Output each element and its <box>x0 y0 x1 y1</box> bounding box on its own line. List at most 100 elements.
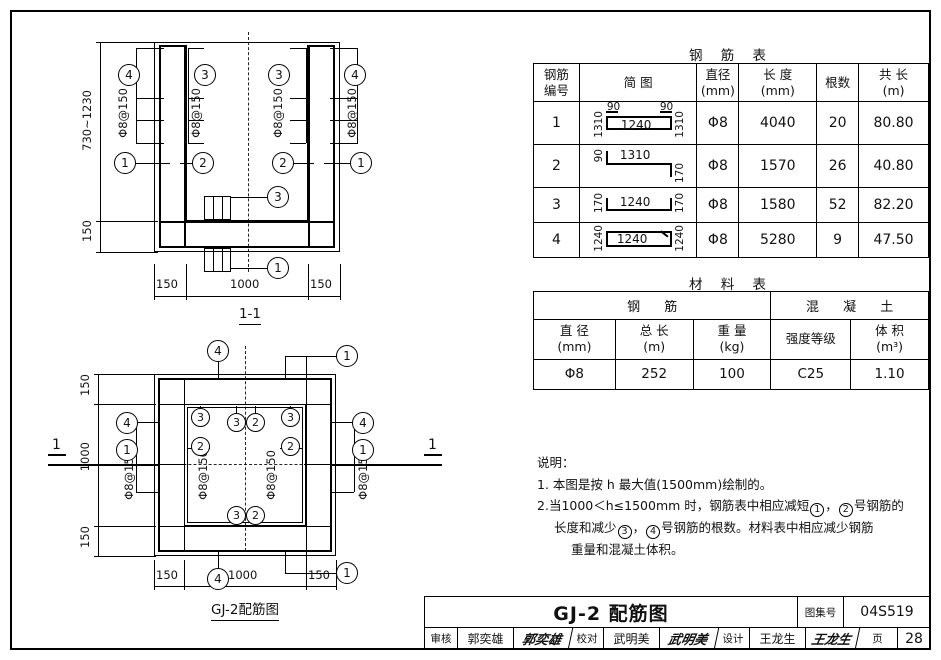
leader-line <box>136 422 137 492</box>
dim-extension-line <box>94 526 156 527</box>
shape-stroke <box>669 116 672 131</box>
rebar-shape-diagram-3: 170 1240 170 <box>580 188 697 222</box>
leader-line <box>136 98 164 99</box>
cell-count: 52 <box>816 187 860 224</box>
leader-line <box>188 120 204 121</box>
cell-diameter: Φ8 <box>696 222 740 259</box>
shape-stroke <box>605 209 672 212</box>
table-row: 4 1240 1240 1240 Φ8 5280 9 47.50 <box>533 222 929 259</box>
callout-bubble-1[interactable]: 1 <box>352 439 374 461</box>
shape-label-right: 170 <box>673 163 686 184</box>
callout-bubble-3[interactable]: 3 <box>227 506 246 525</box>
callout-bubble-2[interactable]: 2 <box>272 152 294 174</box>
note-2-number: 2. <box>537 498 549 513</box>
leader-line <box>136 48 164 49</box>
callout-bubble-3[interactable]: 3 <box>191 408 210 427</box>
page-label: 页 <box>858 628 898 649</box>
leader-line <box>290 48 306 49</box>
callout-bubble-3[interactable]: 3 <box>227 413 246 432</box>
callout-bubble-4[interactable]: 4 <box>116 412 138 434</box>
shape-stroke <box>669 163 672 178</box>
callout-bubble-4[interactable]: 4 <box>207 340 229 362</box>
dim-mid-h: 1000 <box>228 568 258 582</box>
plan-view-gj2: 1 1 4 1 4 1 4 1 4 1 3 3 2 3 2 2 3 2 Φ8@1… <box>40 336 442 626</box>
dim-extension-line <box>96 252 158 253</box>
rebar-table: 钢筋 编号 简 图 直径 (mm) 长 度 (mm) 根数 共 长 (m) 1 <box>533 62 929 259</box>
callout-bubble-1[interactable]: 1 <box>114 152 136 174</box>
callout-bubble-1[interactable]: 1 <box>336 345 358 367</box>
plan-caption: GJ-2配筋图 <box>185 598 305 621</box>
note-3-comma: ， <box>632 520 646 535</box>
role-label-check: 校对 <box>571 628 604 649</box>
leader-line <box>330 98 358 99</box>
leader-line <box>285 356 345 357</box>
header-vol-line2: (m³) <box>876 339 904 355</box>
callout-bubble-3[interactable]: 3 <box>268 64 290 86</box>
callout-bubble-2[interactable]: 2 <box>191 437 210 456</box>
leader-line <box>330 422 354 423</box>
callout-bubble-2[interactable]: 2 <box>192 152 214 174</box>
material-table: 钢 筋 混 凝 土 直 径 (mm) 总 长 (m) 重 量 (kg) 强度等级… <box>532 291 929 390</box>
callout-bubble-2[interactable]: 2 <box>246 506 265 525</box>
spacing-label: Φ8@150 <box>271 88 285 138</box>
cell-volume: 1.10 <box>850 358 929 390</box>
plan-grid-line <box>306 378 307 552</box>
leader-line <box>290 98 306 99</box>
leader-line <box>188 48 189 143</box>
callout-bubble-1[interactable]: 1 <box>336 562 358 584</box>
shape-stroke <box>605 231 608 248</box>
rebar-bundle-base <box>204 196 231 220</box>
header-diameter: 直径 (mm) <box>696 62 740 103</box>
dim-extension-line <box>94 404 156 405</box>
centerline-horizontal <box>148 464 348 465</box>
header-no-line2: 编号 <box>543 82 569 98</box>
header-len-line1: 总 长 <box>639 323 669 338</box>
role-name-check: 武明美 <box>604 628 660 649</box>
callout-bubble-4[interactable]: 4 <box>118 64 140 86</box>
cell-length: 1570 <box>738 144 818 189</box>
shape-label-right: 1240 <box>673 225 686 252</box>
section-cut-tick-left <box>48 454 66 456</box>
centerline-vertical <box>248 32 249 272</box>
title-block-top-row: GJ-2 配筋图 图集号 04S519 <box>424 596 931 628</box>
leader-line <box>330 120 358 121</box>
callout-bubble-3[interactable]: 3 <box>281 408 300 427</box>
cell-total: 82.20 <box>858 187 929 224</box>
callout-bubble-1[interactable]: 1 <box>350 152 372 174</box>
section-cut-line-right <box>332 464 442 466</box>
shape-label-left-hook: 90 <box>606 101 621 114</box>
callout-bubble-3[interactable]: 3 <box>267 186 289 208</box>
callout-bubble-1[interactable]: 1 <box>267 257 289 279</box>
callout-bubble-1[interactable]: 1 <box>116 439 138 461</box>
shape-label-right: 1310 <box>673 111 686 138</box>
table-row: Φ8 252 100 C25 1.10 <box>533 358 929 390</box>
note-1-number: 1. <box>537 476 549 492</box>
dim-base-height: 150 <box>80 220 94 242</box>
shape-label-base: 1240 <box>619 195 651 210</box>
header-no: 钢筋 编号 <box>533 62 580 103</box>
dim-extension-line <box>94 374 156 375</box>
cell-length: 1580 <box>738 187 818 224</box>
note-2-text-pre: 当1000＜h≤1500mm 时，钢筋表中相应减短 <box>548 498 810 513</box>
callout-bubble-4[interactable]: 4 <box>352 412 374 434</box>
note-item-1: 1. 本图是按 h 最大值(1500mm)绘制的。 <box>537 474 929 496</box>
header-weight: 重 量 (kg) <box>692 319 772 360</box>
callout-bubble-4[interactable]: 4 <box>344 64 366 86</box>
callout-bubble-4[interactable]: 4 <box>207 568 229 590</box>
dim-extension-line <box>94 556 156 557</box>
rebar-bundle-divider <box>213 248 214 272</box>
group-steel: 钢 筋 <box>532 291 772 320</box>
spacing-label: Φ8@150 <box>189 88 203 138</box>
spacing-label: Φ8@150 <box>196 450 210 500</box>
callout-bubble-3[interactable]: 3 <box>194 64 216 86</box>
callout-bubble-2[interactable]: 2 <box>246 413 265 432</box>
leader-line <box>306 48 307 143</box>
header-total-length: 总 长 (m) <box>614 319 694 360</box>
leader-line <box>218 358 219 380</box>
callout-bubble-2[interactable]: 2 <box>281 437 300 456</box>
dim-extension-line <box>184 560 185 590</box>
leader-line <box>136 492 160 493</box>
header-dia-line1: 直径 <box>705 67 731 82</box>
cell-total-length: 252 <box>614 358 694 390</box>
